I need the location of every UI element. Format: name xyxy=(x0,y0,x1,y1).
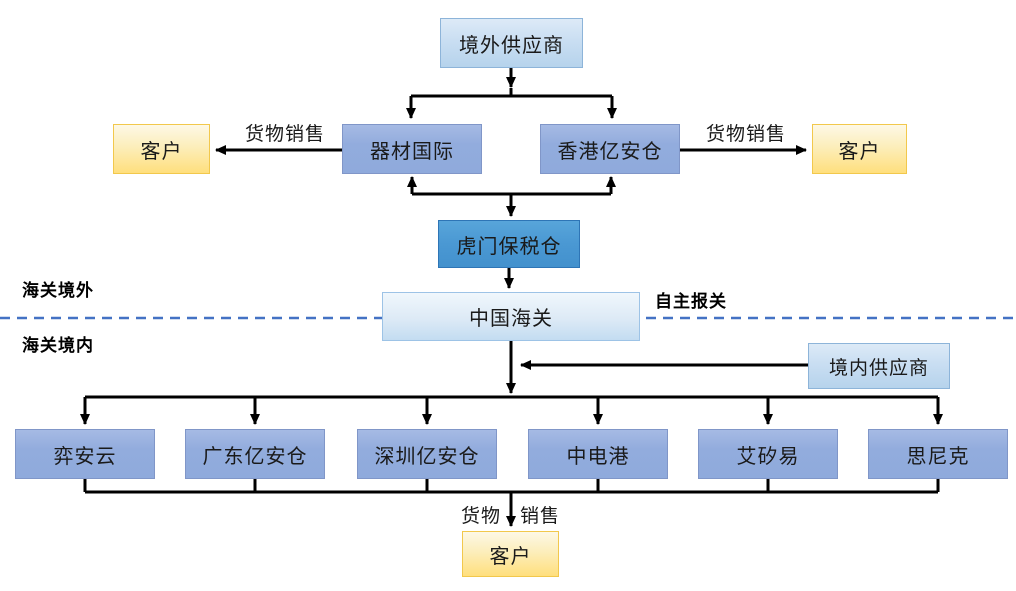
label-customs-outside: 海关境外 xyxy=(22,281,94,300)
node-customer-left: 客户 xyxy=(113,124,210,174)
label-goods-sales-bottom-left: 货物 xyxy=(460,506,501,527)
node-humen-bonded-warehouse: 虎门保税仓 xyxy=(438,220,580,268)
label-self-declaration: 自主报关 xyxy=(655,292,727,311)
node-distributor-3: 深圳亿安仓 xyxy=(357,429,497,479)
label-goods-sales-right: 货物销售 xyxy=(705,124,786,145)
node-china-customs: 中国海关 xyxy=(382,292,640,341)
label-customs-inside: 海关境内 xyxy=(22,336,94,355)
node-distributor-5: 艾矽易 xyxy=(698,429,838,479)
node-distributor-1: 弈安云 xyxy=(15,429,155,479)
label-goods-sales-bottom-right: 销售 xyxy=(519,506,560,527)
node-hk-yian-warehouse: 香港亿安仓 xyxy=(540,124,680,174)
edge-collector-stubs xyxy=(83,479,940,492)
node-distributor-2: 广东亿安仓 xyxy=(185,429,325,479)
node-customer-right: 客户 xyxy=(812,124,907,174)
node-equipment-intl: 器材国际 xyxy=(342,124,482,174)
node-domestic-supplier: 境内供应商 xyxy=(808,343,950,389)
node-distributor-6: 思尼克 xyxy=(868,429,1008,479)
label-goods-sales-left: 货物销售 xyxy=(244,124,325,145)
node-overseas-supplier: 境外供应商 xyxy=(440,18,583,68)
node-distributor-4: 中电港 xyxy=(528,429,668,479)
node-customer-bottom: 客户 xyxy=(462,531,559,577)
edge-split-branch xyxy=(411,88,612,98)
